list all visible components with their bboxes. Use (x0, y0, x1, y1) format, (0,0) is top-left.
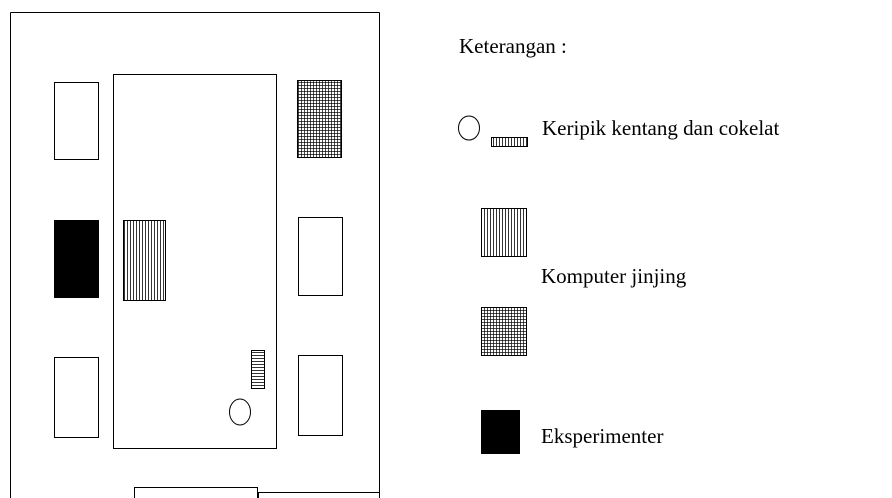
chocolate-on-table (229, 398, 251, 426)
legend-label-chips-chocolate: Keripik kentang dan cokelat (542, 116, 780, 140)
legend-vertical-striped-icon (481, 208, 527, 257)
right-seat-middle (298, 217, 343, 296)
door-left-panel (134, 487, 258, 498)
laptop-seat-grid (297, 80, 342, 158)
legend-title: Keterangan : (459, 34, 567, 58)
legend-circle-icon (458, 115, 480, 141)
left-seat-bottom (54, 357, 99, 438)
chips-box-on-table (251, 350, 265, 389)
legend-symbol-chips-chocolate (458, 115, 528, 147)
door-right-panel (258, 492, 380, 498)
laptop-on-table (123, 220, 166, 301)
legend-label-laptop: Komputer jinjing (541, 264, 687, 288)
legend-grid-icon (481, 307, 527, 356)
room (10, 12, 380, 498)
legend-small-striped-icon (491, 137, 528, 147)
experimenter-seat (54, 220, 99, 298)
left-seat-top (54, 82, 99, 160)
legend-black-icon (481, 410, 520, 454)
legend-label-experimenter: Eksperimenter (541, 424, 664, 448)
right-seat-bottom (298, 355, 343, 436)
